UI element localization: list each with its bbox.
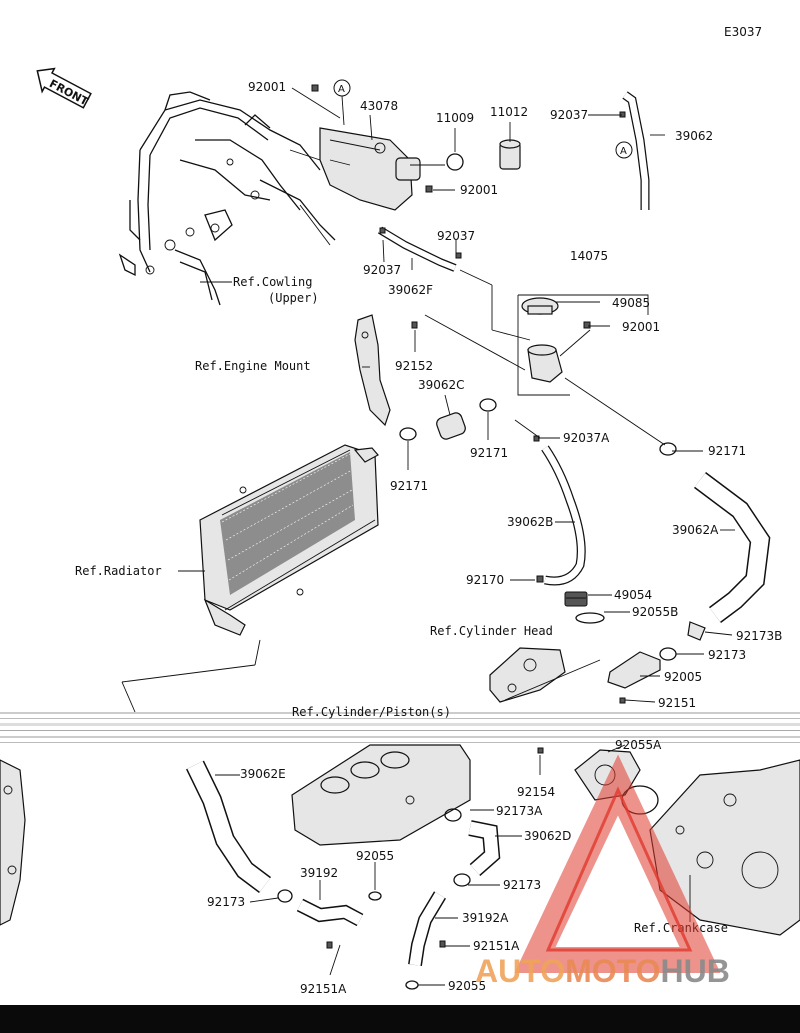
part-label: 92171 [708, 444, 746, 458]
svg-text:A: A [620, 146, 627, 157]
front-arrow-icon: FRONT [36, 67, 92, 109]
part-label: 92001 [622, 320, 660, 334]
radiator [199, 444, 379, 636]
ref-cylinder-piston-label: Ref.Cylinder/Piston(s) [292, 705, 451, 719]
part-label: 39062F [388, 283, 433, 297]
part-label: 14075 [570, 249, 608, 263]
pipe-39192 [296, 898, 364, 927]
clamp-92173b [687, 621, 706, 641]
group-bracket-14075 [517, 295, 570, 396]
frame-illustration [118, 91, 336, 306]
svg-text:AUTOMOTOHUB: AUTOMOTOHUB [475, 953, 730, 989]
thermostat-housing-92005 [607, 651, 661, 689]
marker-a-lower: A [615, 141, 633, 159]
marker-a-upper: A [333, 79, 351, 126]
part-label: 92171 [390, 479, 428, 493]
o-ring-92055-b [405, 980, 419, 990]
ref-cowling-label-2: (Upper) [268, 291, 319, 305]
svg-text:A: A [338, 84, 345, 95]
ref-radiator-label: Ref.Radiator [75, 564, 162, 578]
part-label: 39192A [462, 911, 509, 925]
ref-cowling-label: Ref.Cowling [233, 275, 312, 289]
part-label: 92055 [356, 849, 394, 863]
clamp-92171-c [659, 442, 677, 456]
ref-cylinder-head-label: Ref.Cylinder Head [430, 624, 553, 638]
part-label: 92170 [466, 573, 504, 587]
part-label: 39062 [675, 129, 713, 143]
bolts [311, 84, 626, 949]
part-label: 92171 [470, 446, 508, 460]
watermark-hub: HUB [660, 953, 729, 989]
part-label: 92173 [708, 648, 746, 662]
hose-39062a [694, 472, 771, 623]
clamp-92173-a [659, 647, 677, 661]
watermark-moto: MOTO [565, 953, 660, 989]
clamp-92173a [444, 808, 462, 822]
part-label: 39062D [524, 829, 571, 843]
diagram-code: E3037 [724, 25, 762, 39]
part-label: 49085 [612, 296, 650, 310]
clamp-92173-c [453, 873, 471, 887]
clamp-92171-a [479, 398, 497, 412]
part-label: 92151 [658, 696, 696, 710]
part-label: 92001 [460, 183, 498, 197]
part-label: 92152 [395, 359, 433, 373]
hose-39062e [186, 760, 271, 893]
part-label: 92055B [632, 605, 678, 619]
clamp-92171-b [399, 427, 417, 441]
radiator-cap-49085 [521, 297, 559, 315]
hose-39062 [622, 91, 650, 210]
filler-neck [527, 344, 563, 383]
hose-39062b [541, 445, 586, 586]
part-label: 92154 [517, 785, 555, 799]
bottom-black-bar [0, 1005, 800, 1033]
part-label: 11012 [490, 105, 528, 119]
radiator-core [220, 452, 355, 595]
pipe-39192a [408, 891, 447, 967]
cylinder-head [489, 647, 566, 703]
part-label: 92037 [550, 108, 588, 122]
part-label: 92001 [248, 80, 286, 94]
automotohub-watermark-logo: AUTOMOTOHUB [475, 754, 730, 989]
part-label: 92173B [736, 629, 782, 643]
o-ring-92055b [575, 612, 605, 624]
part-label: 92037 [363, 263, 401, 277]
part-label: 39192 [300, 866, 338, 880]
part-label: 92055 [448, 979, 486, 993]
watermark-auto: AUTO [475, 953, 565, 989]
engine-mount-bracket [354, 314, 391, 427]
left-edge-engine-fragment [0, 759, 26, 926]
part-label: 92151A [300, 982, 347, 996]
part-label: 43078 [360, 99, 398, 113]
hose-39062d [468, 820, 501, 876]
thermostat-49054 [564, 591, 588, 607]
part-label: 39062A [672, 523, 719, 537]
part-label: 92173 [207, 895, 245, 909]
part-label: 92037 [437, 229, 475, 243]
part-label: 39062E [240, 767, 286, 781]
part-label: 92055A [615, 738, 662, 752]
reservoir-cap-11012 [499, 139, 521, 170]
part-label: 92173A [496, 804, 543, 818]
part-label: 49054 [614, 588, 652, 602]
part-label: 39062B [507, 515, 553, 529]
part-label: 92037A [563, 431, 610, 445]
hose-39062f [377, 226, 457, 272]
o-ring-11009 [446, 153, 464, 171]
clamp-92173-b [277, 889, 293, 903]
part-label: 92151A [473, 939, 520, 953]
cylinder-block [291, 744, 471, 846]
part-label: 92005 [664, 670, 702, 684]
scan-noise-band [0, 712, 800, 743]
reservoir-tank [319, 127, 421, 211]
part-label: 11009 [436, 111, 474, 125]
hose-39062c [436, 412, 466, 440]
o-ring-92055 [368, 891, 382, 901]
part-label: 39062C [418, 378, 465, 392]
part-label: 92173 [503, 878, 541, 892]
ref-engine-mount-label: Ref.Engine Mount [195, 359, 311, 373]
